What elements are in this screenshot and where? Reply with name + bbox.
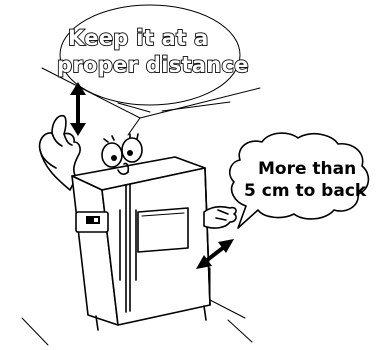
speech-bubble: More than 5 cm to back bbox=[230, 133, 369, 228]
right-hand bbox=[204, 207, 236, 228]
vertical-distance-arrow-icon bbox=[70, 82, 86, 136]
bubble-line-2: 5 cm to back bbox=[244, 181, 367, 201]
caption-line-2: proper distance bbox=[57, 53, 249, 77]
caption-line-1: Keep it at a bbox=[68, 26, 209, 50]
refrigerator bbox=[72, 157, 210, 330]
bubble-line-1: More than bbox=[258, 159, 356, 179]
